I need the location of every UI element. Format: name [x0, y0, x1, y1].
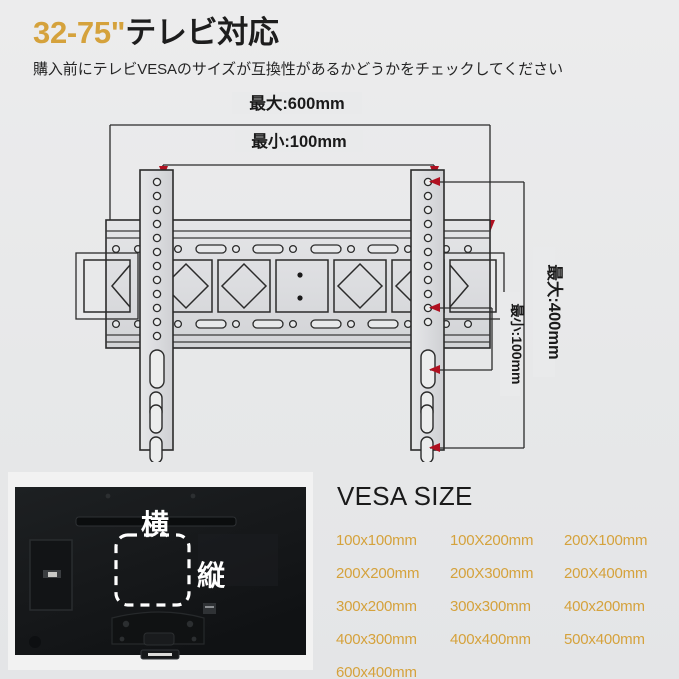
vesa-size-item: 200X400mm	[564, 565, 648, 582]
vesa-size-row: 300x200mm 300x300mm 400x200mm	[336, 590, 679, 623]
tv-label-plate	[203, 603, 216, 614]
vesa-size-heading: VESA SIZE	[337, 481, 473, 511]
tv-label-horizontal: 横	[141, 509, 169, 540]
vesa-size-item: 100x100mm	[336, 532, 417, 549]
vesa-size-item: 200X100mm	[564, 532, 648, 549]
tv-label-vertical: 縦	[197, 560, 226, 591]
vertical-arm-left	[139, 169, 174, 462]
page-subtitle: 購入前にテレビVESAのサイズが互換性があるかどうかをチェックしてください	[33, 61, 563, 78]
vesa-size-item: 400x400mm	[450, 631, 531, 648]
dimension-width-max-label: 最大:600mm	[249, 93, 344, 113]
vertical-arm-right-holes	[423, 177, 433, 327]
vesa-size-item: 400x200mm	[564, 598, 645, 615]
vesa-size-item: 400x300mm	[336, 631, 417, 648]
dimension-height-max: 最大:400mm	[429, 177, 565, 452]
dimension-width-min-label: 最小:100mm	[251, 132, 346, 151]
vertical-arm-right	[410, 169, 445, 462]
vesa-size-row: 100x100mm 100X200mm 200X100mm	[336, 524, 679, 557]
vesa-size-item: 600x400mm	[336, 664, 417, 679]
vesa-size-item: 500x400mm	[564, 631, 645, 648]
dimension-height-min: 最小:100mm	[429, 292, 525, 396]
vesa-size-row: 400x300mm 400x400mm 500x400mm	[336, 623, 679, 656]
vertical-arm-right-slots	[420, 349, 436, 462]
vesa-size-item: 300x200mm	[336, 598, 417, 615]
vesa-size-item: 200X200mm	[336, 565, 420, 582]
wall-mount-dimension-diagram: 最大:600mm 最小:100mm	[75, 92, 565, 462]
page-title-size-range: 32-75"	[33, 15, 126, 50]
wall-plate-cutout-right	[441, 252, 505, 320]
wall-plate-upper-slots	[111, 244, 473, 254]
vesa-size-item: 200X300mm	[450, 565, 534, 582]
tv-port-bay	[29, 539, 73, 611]
dimension-height-max-label: 最大:400mm	[545, 264, 565, 359]
dimension-width-min: 最小:100mm	[159, 130, 439, 177]
tv-rear-view-illustration: 横 縦	[8, 472, 313, 670]
wall-plate-cutout-left	[75, 252, 139, 320]
vesa-size-row: 200X200mm 200X300mm 200X400mm	[336, 557, 679, 590]
vertical-arm-left-holes	[152, 177, 162, 341]
tv-stand-mount	[111, 611, 205, 660]
dimension-width-max: 最大:600mm	[106, 92, 495, 232]
dimension-height-min-label: 最小:100mm	[509, 304, 525, 385]
vesa-mount-area-outline	[114, 533, 191, 607]
vesa-size-row: 600x400mm	[336, 656, 679, 679]
vesa-size-item: 300x300mm	[450, 598, 531, 615]
page-title-text: テレビ対応	[125, 15, 279, 50]
tv-sensor-dot	[190, 493, 196, 499]
vesa-size-item: 100X200mm	[450, 532, 534, 549]
vertical-arm-left-slots	[149, 349, 165, 462]
tv-sensor-dot	[105, 493, 111, 499]
page-title: 32-75"テレビ対応	[33, 14, 279, 52]
vesa-size-list: 100x100mm 100X200mm 200X100mm 200X200mm …	[336, 524, 679, 679]
